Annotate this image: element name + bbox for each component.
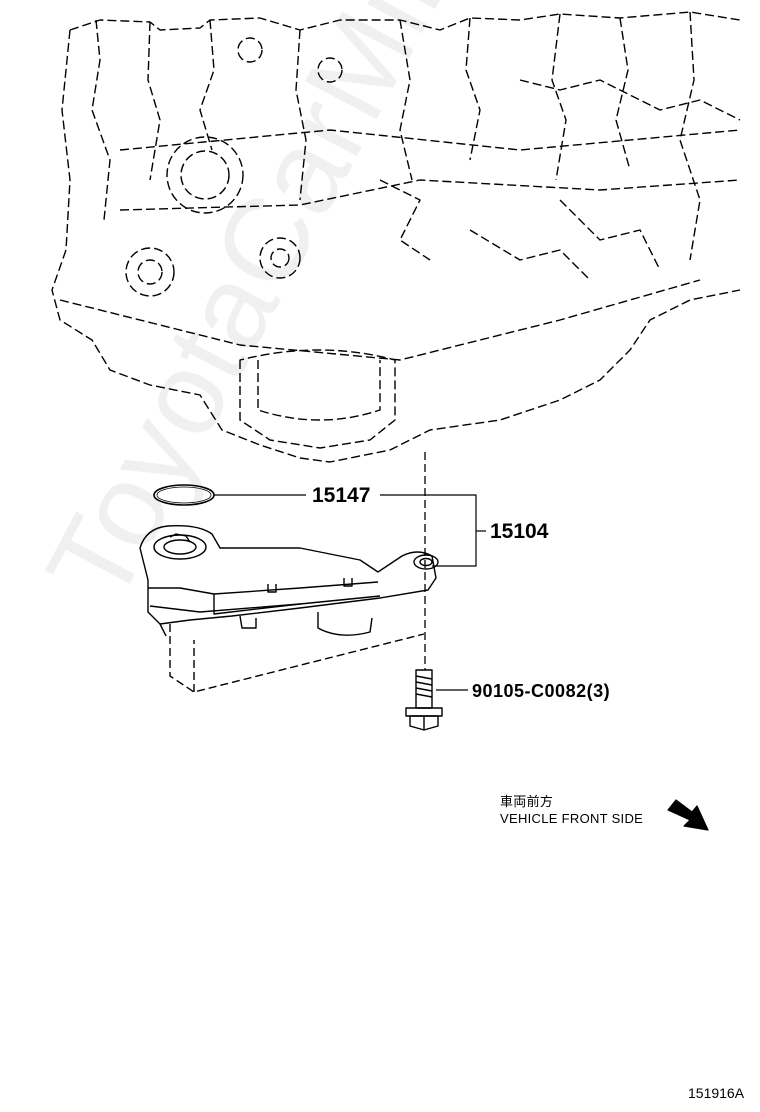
vehicle-front-japanese: 車両前方 xyxy=(500,794,554,809)
vehicle-front-english: VEHICLE FRONT SIDE xyxy=(500,811,644,826)
oil-strainer-part xyxy=(139,524,439,637)
o-ring-part xyxy=(153,484,215,506)
engine-block-outline xyxy=(51,11,741,463)
strainer-phantom-outline xyxy=(169,624,425,693)
bolt-part xyxy=(405,669,443,731)
part-number-15104: 15104 xyxy=(490,520,549,543)
part-number-15147: 15147 xyxy=(312,484,371,507)
front-direction-arrow-icon xyxy=(667,799,709,831)
part-number-bolt: 90105-C0082(3) xyxy=(472,681,611,701)
figure-reference-id: 151916A xyxy=(688,1085,745,1101)
leader-lines xyxy=(214,494,486,691)
